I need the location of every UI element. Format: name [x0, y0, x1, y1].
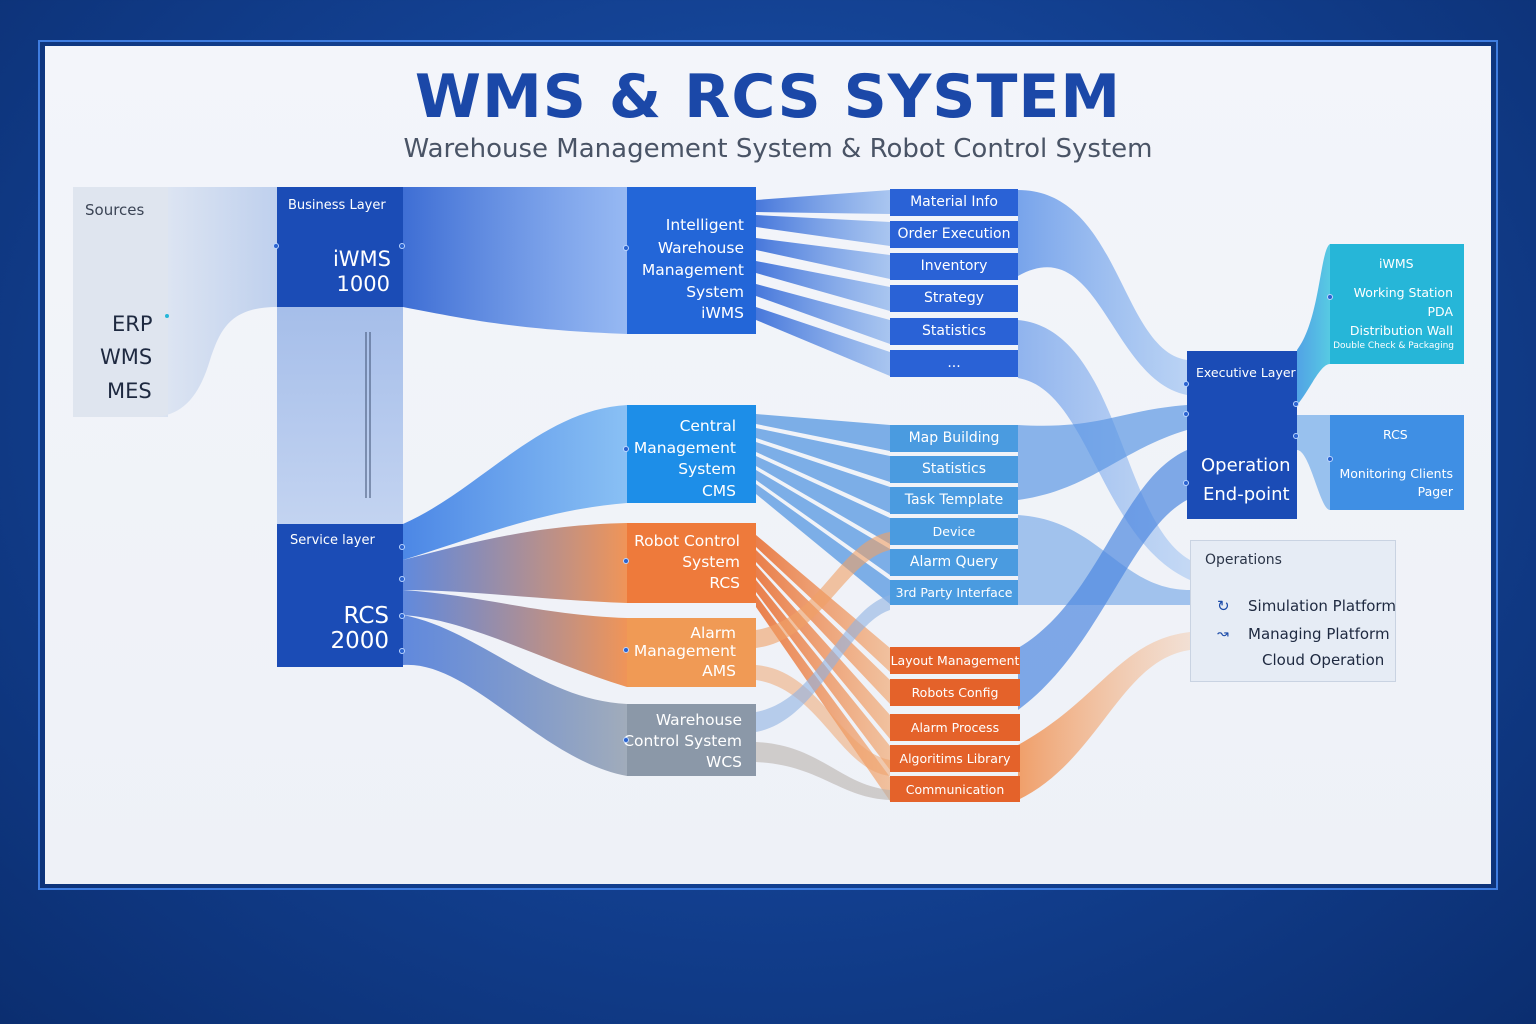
iwms-line-2: Warehouse: [657, 239, 744, 257]
managing-icon: ↝: [1217, 626, 1229, 642]
outer-frame: [38, 40, 1498, 890]
rcs-line-2: System: [682, 553, 740, 571]
connector-dot: [623, 558, 629, 564]
page-title: WMS & RCS SYSTEM: [414, 62, 1122, 132]
source-wms: WMS: [100, 345, 153, 369]
module-communication[interactable]: Communication: [890, 776, 1020, 802]
service-layer-code: 2000: [330, 628, 389, 654]
page-subtitle: Warehouse Management System & Robot Cont…: [403, 134, 1153, 164]
module-more[interactable]: ...: [890, 350, 1018, 377]
service-layer-name: RCS: [343, 603, 390, 629]
connector-dot: [1293, 433, 1299, 439]
rcs-line-1: Robot Control: [634, 532, 740, 550]
connector-dot: [1183, 411, 1189, 417]
endpoint-double-check: Double Check & Packaging: [1333, 341, 1454, 351]
iwms-line-4: System: [686, 283, 744, 301]
connector-dot: [399, 613, 405, 619]
connector-dot: [623, 737, 629, 743]
operations-simulation-platform[interactable]: Simulation Platform: [1248, 597, 1396, 615]
connector-dot: [273, 243, 279, 249]
module-map-building[interactable]: Map Building: [890, 425, 1018, 452]
connector-dot: [399, 576, 405, 582]
cms-line-2: Management: [633, 439, 736, 457]
business-layer-name: iWMS: [332, 247, 391, 271]
endpoint-working-station: Working Station: [1353, 285, 1453, 300]
connector-dot: [165, 314, 169, 318]
endpoint-pager: Pager: [1417, 484, 1453, 499]
wcs-system-node[interactable]: Warehouse Control System WCS: [623, 704, 756, 776]
module-strategy[interactable]: Strategy: [890, 285, 1018, 312]
connector-dot: [1183, 381, 1189, 387]
endpoint-rcs-node[interactable]: RCS Monitoring Clients Pager: [1330, 415, 1464, 510]
wcs-line-2: Control System: [623, 732, 742, 750]
iwms-system-node[interactable]: Intelligent Warehouse Management System …: [627, 187, 756, 334]
connector-dot: [399, 544, 405, 550]
module-alarm-query[interactable]: Alarm Query: [890, 549, 1018, 576]
service-layer-node[interactable]: Service layer RCS 2000: [277, 524, 403, 667]
service-layer-label: Service layer: [290, 533, 375, 548]
cms-line-4: CMS: [701, 482, 736, 500]
connector-dot: [1293, 401, 1299, 407]
module-inventory[interactable]: Inventory: [890, 253, 1018, 280]
connector-dot: [623, 245, 629, 251]
module-statistics[interactable]: Statistics: [890, 318, 1018, 345]
rcs-system-node[interactable]: Robot Control System RCS: [627, 523, 756, 603]
executive-name-2: End-point: [1203, 484, 1290, 505]
operations-cloud-operation[interactable]: Cloud Operation: [1262, 651, 1385, 669]
endpoint-pda: PDA: [1427, 304, 1454, 319]
simulation-icon: ↻: [1217, 597, 1230, 615]
iwms-line-5: iWMS: [701, 304, 744, 322]
ams-line-1: Alarm: [690, 624, 736, 642]
rcs-line-3: RCS: [709, 574, 740, 592]
operations-panel[interactable]: Operations ↻ Simulation Platform ↝ Manag…: [1190, 540, 1396, 682]
source-mes: MES: [107, 379, 152, 403]
cms-line-3: System: [678, 460, 736, 478]
endpoint-rcs-label: RCS: [1383, 427, 1408, 442]
module-material-info[interactable]: Material Info: [890, 189, 1018, 216]
cms-line-1: Central: [679, 417, 736, 435]
connector-dot: [399, 648, 405, 654]
operations-managing-platform[interactable]: Managing Platform: [1248, 625, 1390, 643]
module-device-management[interactable]: Device Management: [890, 518, 1018, 566]
module-cms-statistics[interactable]: Statistics: [890, 456, 1018, 483]
module-robots-config[interactable]: Robots Config: [890, 679, 1020, 706]
wcs-line-1: Warehouse: [655, 711, 742, 729]
source-erp: ERP: [112, 312, 153, 336]
business-layer-label: Business Layer: [288, 198, 386, 213]
business-layer-code: 1000: [336, 272, 390, 296]
operations-label: Operations: [1205, 552, 1282, 568]
executive-layer-label: Executive Layer: [1196, 365, 1296, 380]
ams-line-3: AMS: [702, 662, 736, 680]
executive-name-1: Operation: [1201, 455, 1291, 476]
iwms-line-1: Intelligent: [665, 216, 744, 234]
endpoint-monitoring-clients: Monitoring Clients: [1339, 466, 1453, 481]
connector-dot: [623, 446, 629, 452]
connector-dot: [399, 243, 405, 249]
module-task-template[interactable]: Task Template: [890, 487, 1018, 514]
module-alarm-process[interactable]: Alarm Process: [890, 714, 1020, 741]
module-third-party-interface[interactable]: 3rd Party Interface: [890, 580, 1018, 605]
module-layout-management[interactable]: Layout Management: [890, 647, 1020, 674]
ams-line-2: Management: [633, 642, 736, 660]
business-layer-node[interactable]: Business Layer iWMS 1000: [277, 187, 403, 307]
connector-dot: [623, 647, 629, 653]
sources-label: Sources: [85, 201, 145, 219]
connector-dot: [1183, 480, 1189, 486]
iwms-line-3: Management: [641, 261, 744, 279]
endpoint-iwms-label: iWMS: [1379, 256, 1414, 271]
connector-dot: [1327, 294, 1333, 300]
executive-layer-node[interactable]: Executive Layer Operation End-point: [1187, 351, 1297, 519]
wcs-line-3: WCS: [706, 753, 742, 771]
ams-system-node[interactable]: Alarm Management AMS: [627, 618, 756, 687]
endpoint-iwms-node[interactable]: iWMS Working Station PDA Distribution Wa…: [1330, 244, 1464, 364]
cms-system-node[interactable]: Central Management System CMS: [627, 405, 756, 503]
module-order-execution[interactable]: Order Execution: [890, 221, 1018, 248]
endpoint-distribution-wall: Distribution Wall: [1349, 323, 1453, 338]
connector-dot: [1327, 456, 1333, 462]
module-algoritims-library[interactable]: Algoritims Library: [890, 745, 1020, 772]
